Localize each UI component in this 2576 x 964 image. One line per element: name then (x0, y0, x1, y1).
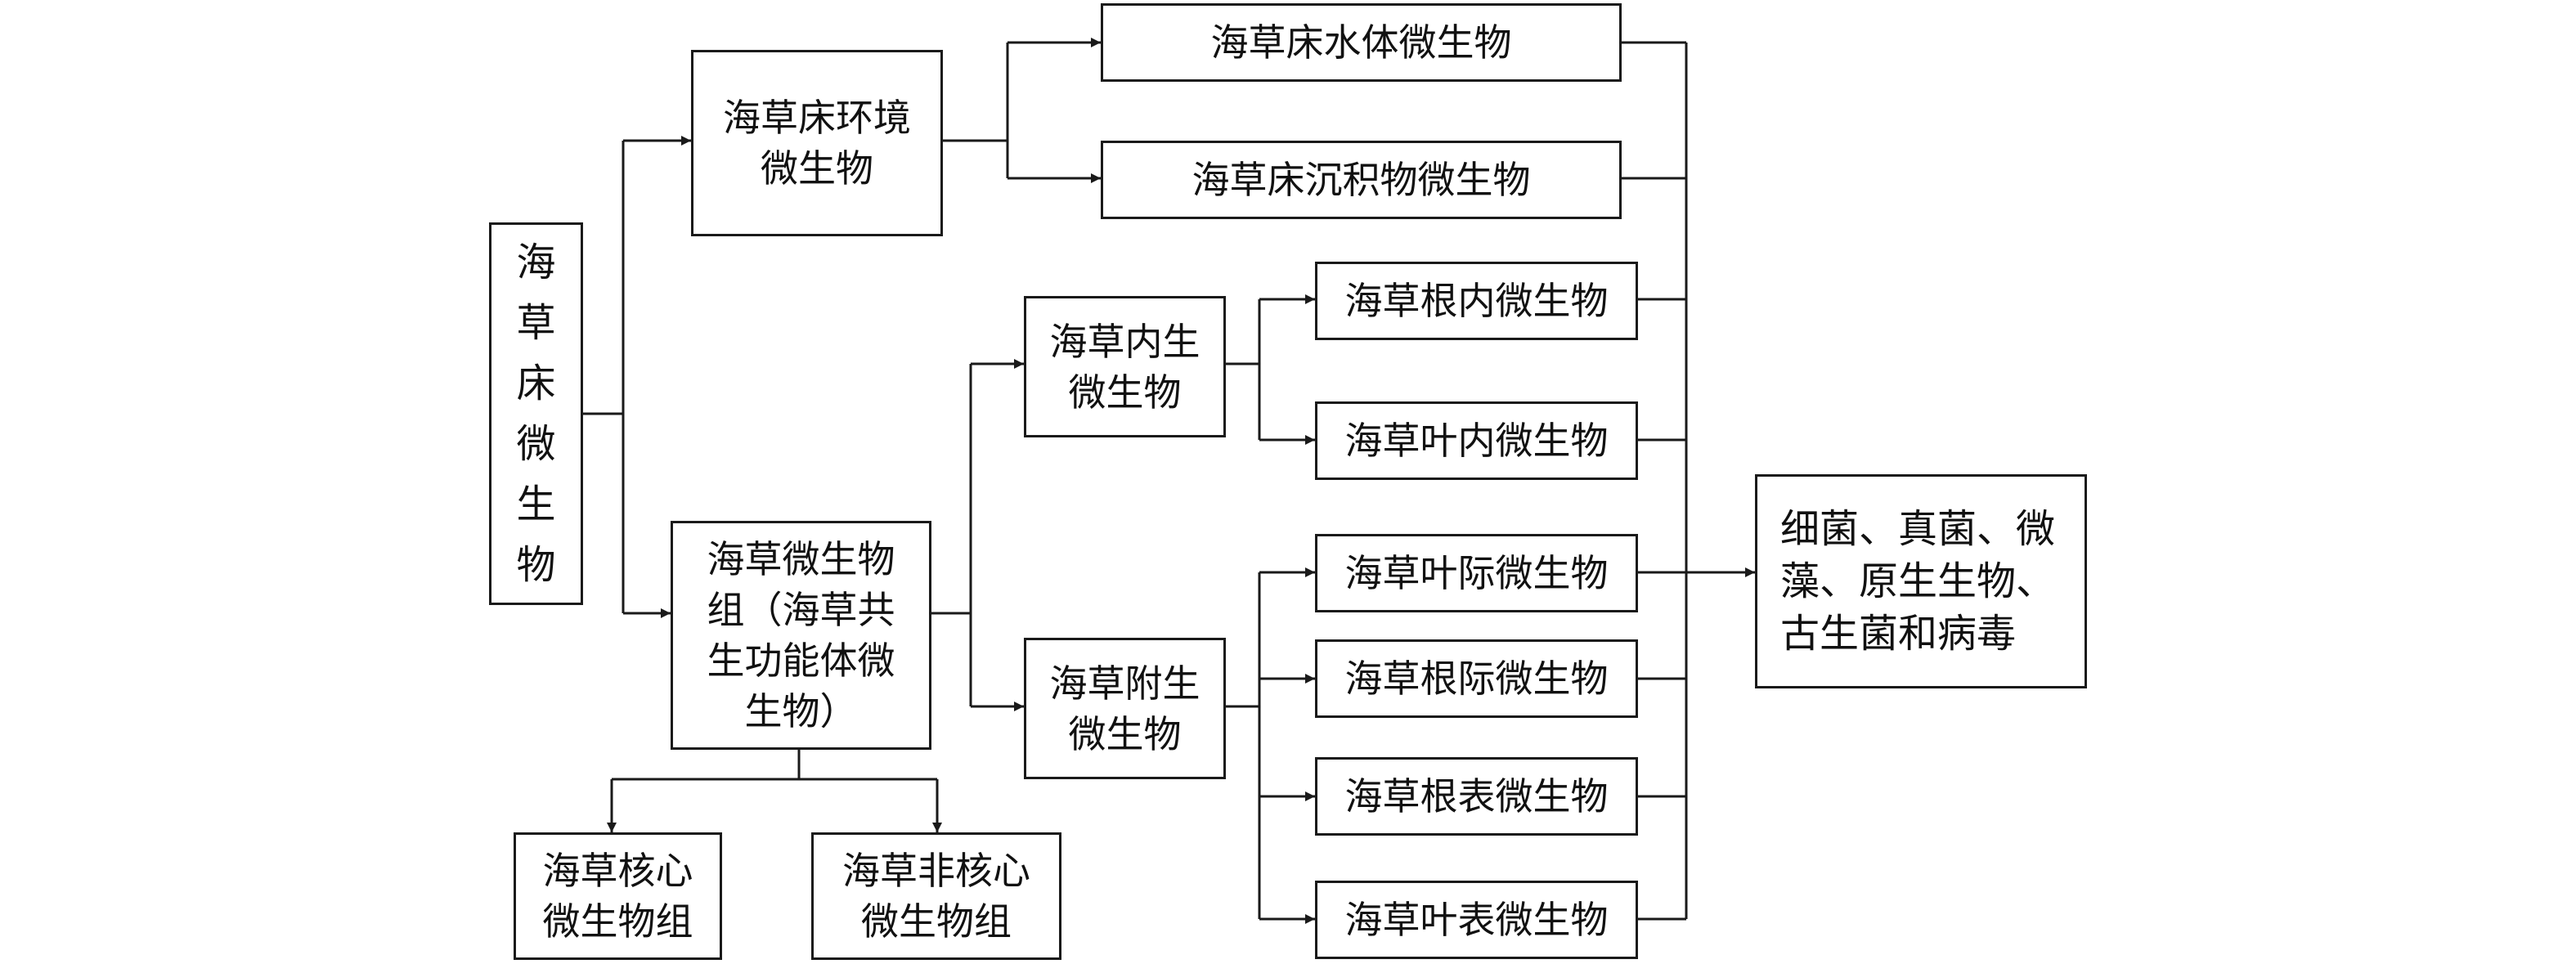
node-root-surface: 海草根表微生物 (1315, 757, 1638, 836)
node-leaf-inter: 海草叶际微生物 (1315, 534, 1638, 612)
node-noncore: 海草非核心 微生物组 (811, 832, 1061, 960)
node-root-inter: 海草根际微生物 (1315, 639, 1638, 718)
node-core: 海草核心 微生物组 (514, 832, 722, 960)
node-sediment: 海草床沉积物微生物 (1101, 141, 1622, 219)
node-water: 海草床水体微生物 (1101, 3, 1622, 82)
node-endo: 海草内生 微生物 (1024, 296, 1226, 437)
node-result: 细菌、真菌、微 藻、原生生物、 古生菌和病毒 (1755, 474, 2087, 688)
node-microbiome: 海草微生物 组（海草共 生功能体微 生物） (671, 521, 931, 750)
node-epi: 海草附生 微生物 (1024, 638, 1226, 779)
node-env: 海草床环境 微生物 (691, 50, 943, 236)
node-leaf-endo: 海草叶内微生物 (1315, 401, 1638, 480)
node-leaf-surface: 海草叶表微生物 (1315, 881, 1638, 959)
node-root-endo: 海草根内微生物 (1315, 262, 1638, 340)
node-root: 海 草 床 微 生 物 (489, 222, 583, 605)
